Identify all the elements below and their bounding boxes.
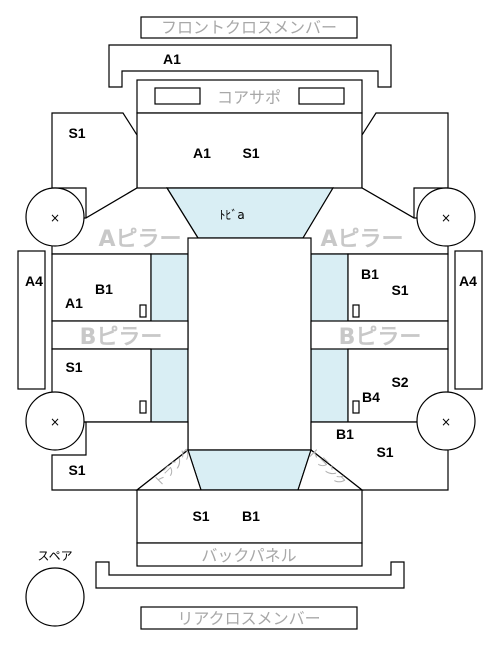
wheel-front-left[interactable]: × xyxy=(25,187,85,247)
rear-b1-label: B1 xyxy=(242,508,260,524)
core-support-label: コアサポ xyxy=(217,88,281,107)
right-front-door-handle xyxy=(352,304,360,318)
a-pillar-right[interactable]: Aピラー xyxy=(302,187,449,255)
front-s1-label: S1 xyxy=(242,145,259,161)
back-panel[interactable]: バックパネル xyxy=(136,542,363,567)
cabin-floor[interactable] xyxy=(187,237,312,451)
a-pillar-right-label: Aピラー xyxy=(320,227,403,252)
back-panel-label: バックパネル xyxy=(201,546,296,565)
right-roof-rail-a4-label: A4 xyxy=(459,273,477,289)
b-pillar-right-label: Bピラー xyxy=(339,325,422,350)
right-rear-door-b4-label: B4 xyxy=(362,389,380,405)
rear-cross-member-label: リアクロスメンバー xyxy=(177,609,320,628)
wheel-front-left-mark: × xyxy=(50,211,60,225)
wheel-front-right[interactable]: × xyxy=(416,187,476,247)
left-rear-door-handle xyxy=(139,400,147,414)
front-bumper-a1-label: A1 xyxy=(163,51,181,67)
b-pillar-left[interactable]: Bピラー xyxy=(51,320,189,350)
right-rear-quarter-s1-label: S1 xyxy=(376,444,393,460)
right-front-door-s1-label: S1 xyxy=(391,282,408,298)
a-pillar-left[interactable]: Aピラー xyxy=(51,187,199,255)
right-front-door-b1-label: B1 xyxy=(361,266,379,282)
left-roof-rail-a4-label: A4 xyxy=(25,273,43,289)
left-roof-rail[interactable]: A4 xyxy=(17,250,46,390)
a-pillar-left-label: Aピラー xyxy=(98,227,181,252)
right-rear-door-handle xyxy=(352,400,360,414)
right-rear-door-s2-label: S2 xyxy=(391,374,408,390)
left-front-door-handle xyxy=(139,304,147,318)
spare-tire-label: スペア xyxy=(37,549,72,563)
front-a1-label: A1 xyxy=(193,145,211,161)
wheel-rear-right-mark: × xyxy=(441,415,451,429)
left-front-door-b1-label: B1 xyxy=(95,281,113,297)
wheel-rear-right[interactable]: × xyxy=(416,391,476,451)
rear-cross-member[interactable]: リアクロスメンバー xyxy=(140,606,358,630)
left-front-fender-s1-label: S1 xyxy=(68,125,85,141)
front-cross-member[interactable]: フロントクロスメンバー xyxy=(140,16,358,39)
core-support[interactable]: コアサポ xyxy=(136,79,363,114)
front-bumper[interactable]: A1 xyxy=(108,44,392,88)
rear-bumper[interactable] xyxy=(95,561,405,589)
front-cross-member-label: フロントクロスメンバー xyxy=(161,18,337,37)
right-roof-rail[interactable]: A4 xyxy=(454,250,483,390)
left-rear-quarter[interactable] xyxy=(51,421,189,491)
left-rear-quarter-s1-label: S1 xyxy=(68,462,85,478)
right-rear-quarter-b1-label: B1 xyxy=(336,426,354,442)
wheel-front-right-mark: × xyxy=(441,211,451,225)
wheel-rear-left[interactable]: × xyxy=(25,391,85,451)
rear-s1-label: S1 xyxy=(192,508,209,524)
b-pillar-left-label: Bピラー xyxy=(80,325,163,350)
left-front-door-a1-label: A1 xyxy=(65,295,83,311)
right-front-fender[interactable] xyxy=(361,112,449,220)
tower-bar-label: ﾄﾋﾞa xyxy=(219,208,244,222)
left-rear-door-s1-label: S1 xyxy=(65,359,82,375)
wheel-rear-left-mark: × xyxy=(50,415,60,429)
b-pillar-right[interactable]: Bピラー xyxy=(310,320,449,350)
trunk-floor[interactable] xyxy=(187,449,312,491)
spare-tire[interactable]: スペア xyxy=(25,549,85,627)
